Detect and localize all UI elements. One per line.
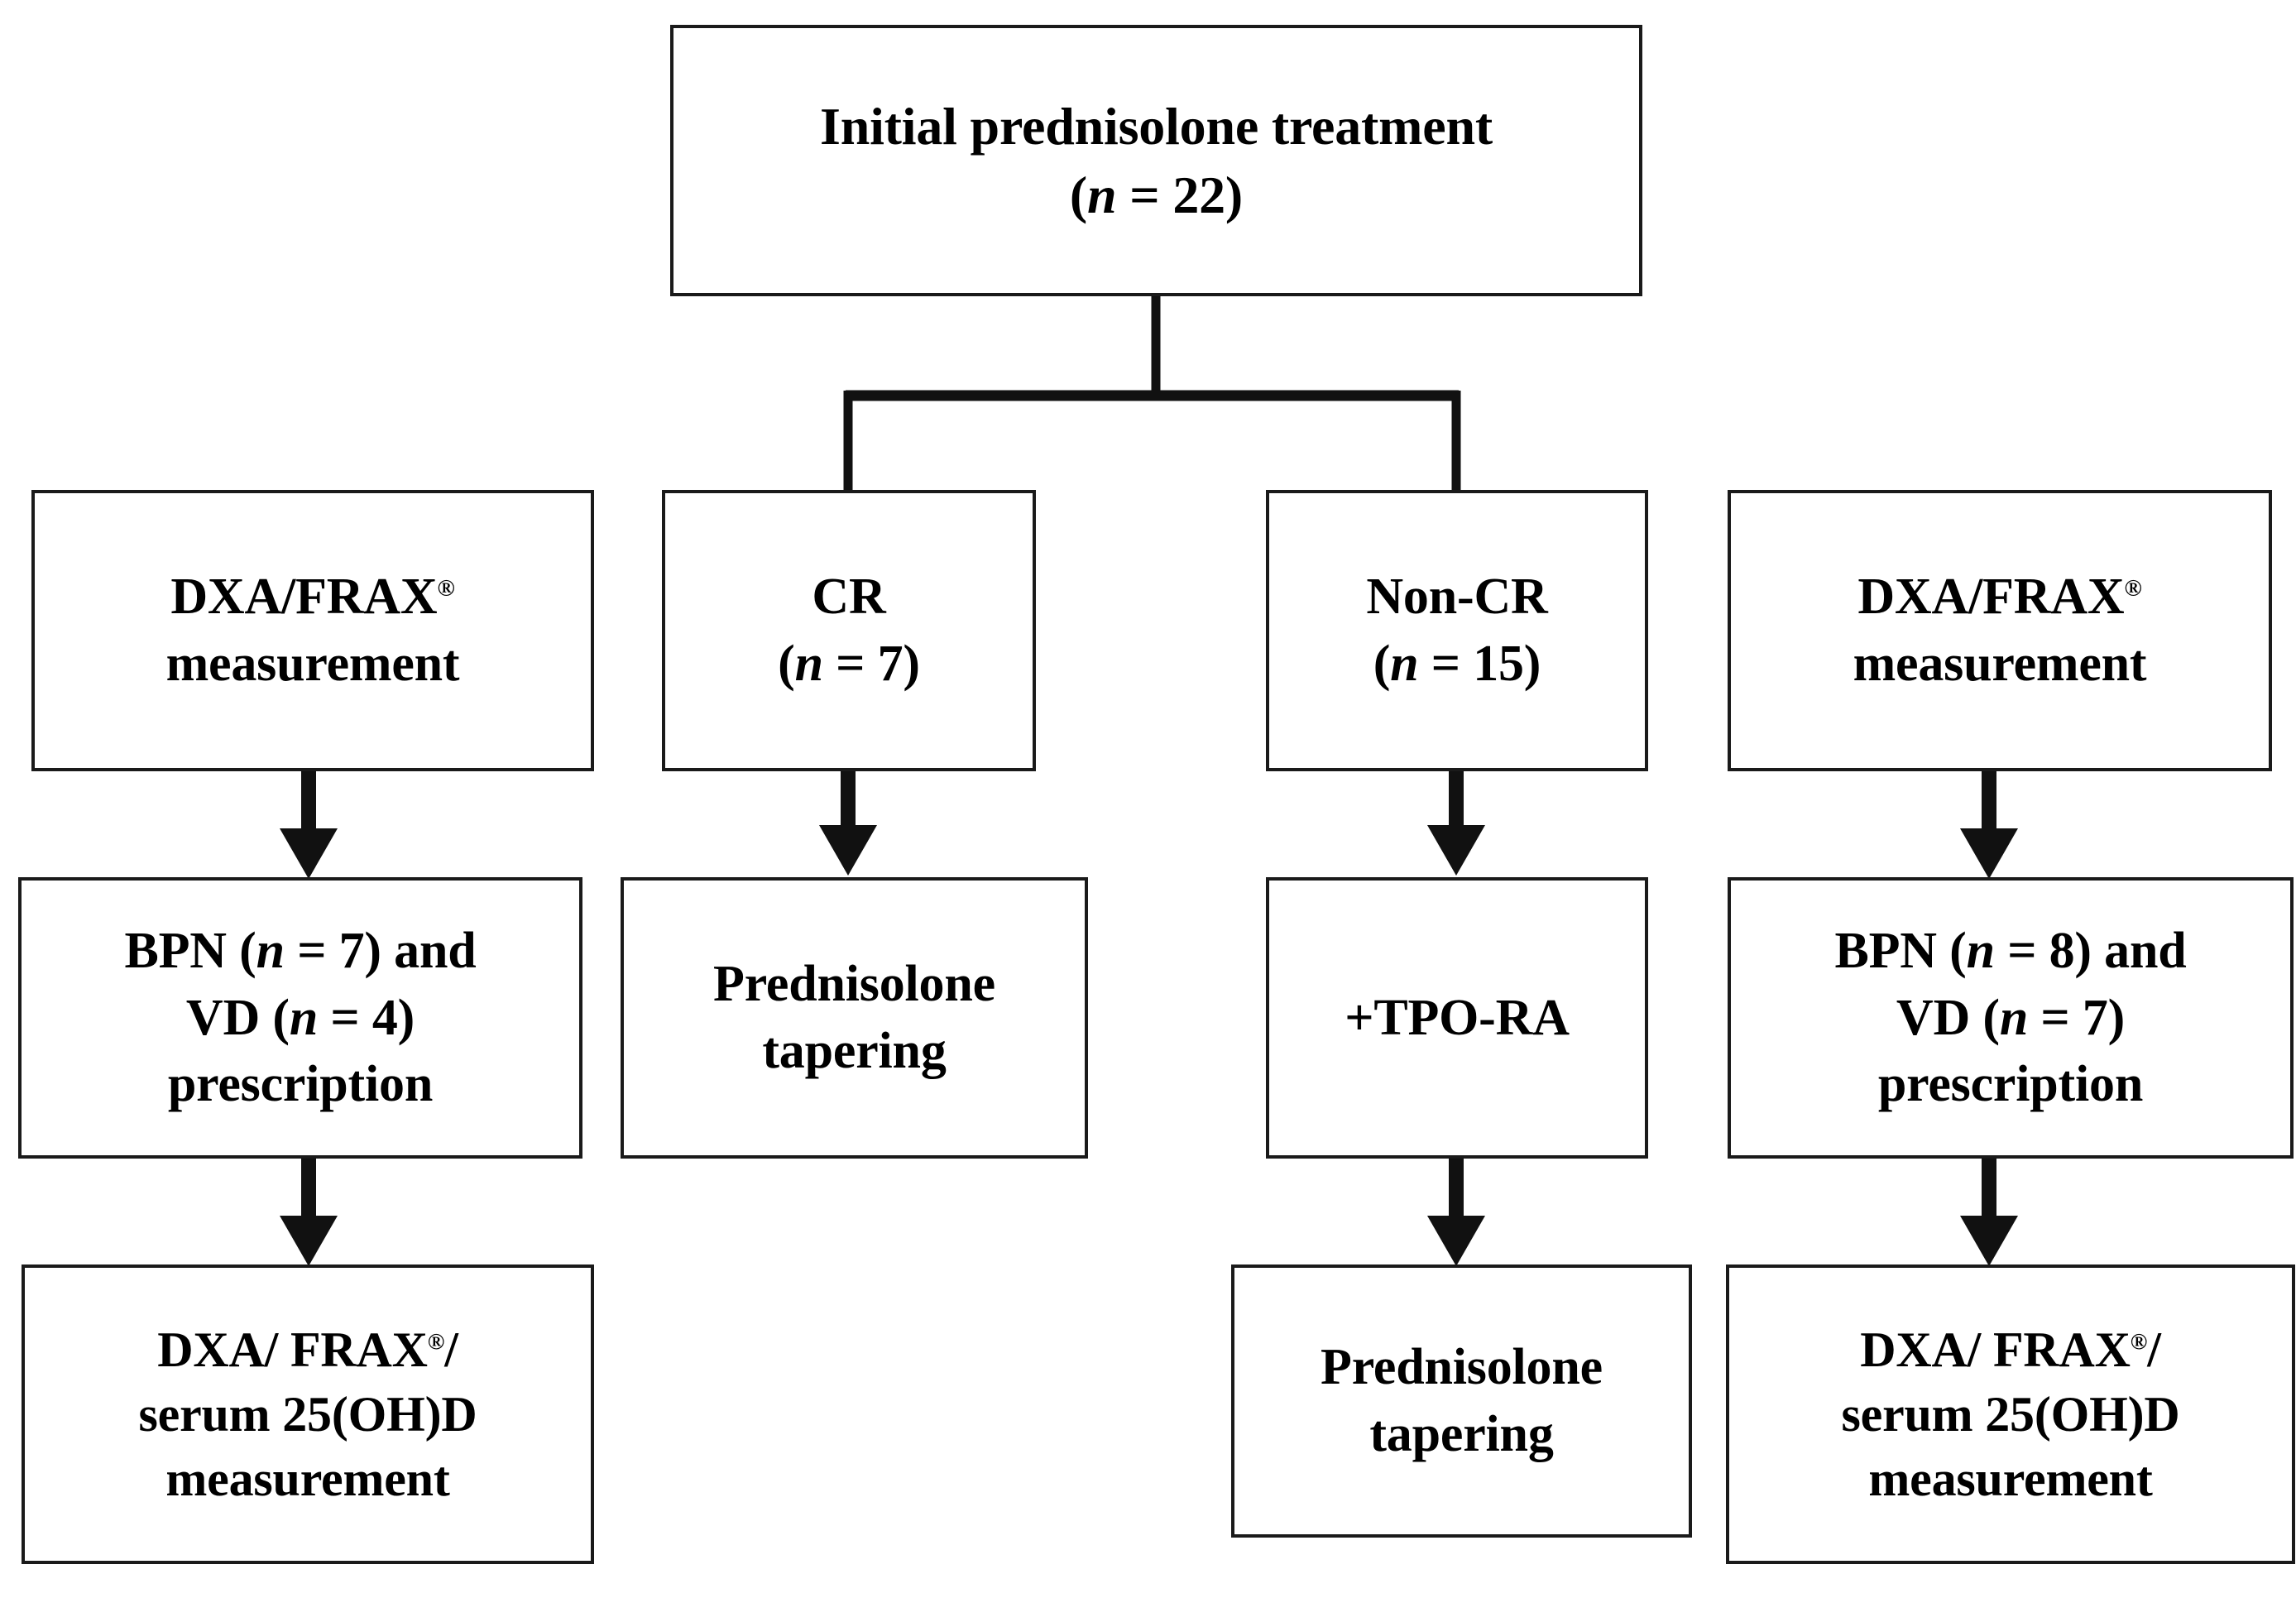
node-tpo-ra[interactable]: +TPO-RA xyxy=(1266,877,1648,1159)
arrow-tpora-to-tapering-head xyxy=(1427,1216,1485,1266)
node-initial-treatment-label: Initial prednisolone treatment(n = 22) xyxy=(820,96,1493,224)
node-dxa-frax-left-label: DXA/FRAX® measurement xyxy=(165,569,460,692)
registered-trademark-icon: ® xyxy=(427,1328,445,1354)
registered-trademark-icon: ® xyxy=(2124,575,2142,602)
node-cr-label: CR(n = 7) xyxy=(778,569,920,692)
arrow-left-col-2-head xyxy=(280,1216,338,1266)
arrow-cr-to-tapering-head xyxy=(819,825,877,876)
registered-trademark-icon: ® xyxy=(437,575,455,602)
registered-trademark-icon: ® xyxy=(2130,1328,2148,1354)
arrow-noncr-to-tpora-head xyxy=(1427,825,1485,876)
arrow-right-col-1-head xyxy=(1960,828,2018,879)
node-prednisolone-tapering-cr[interactable]: Prednisolone tapering xyxy=(621,877,1088,1159)
node-prednisolone-tapering-noncr[interactable]: Prednisolone tapering xyxy=(1231,1264,1692,1538)
arrow-left-col-1-head xyxy=(280,828,338,879)
node-non-cr-label: Non-CR(n = 15) xyxy=(1366,569,1548,692)
node-initial-treatment[interactable]: Initial prednisolone treatment(n = 22) xyxy=(670,25,1642,296)
arrow-right-col-2-head xyxy=(1960,1216,2018,1266)
node-dxa-frax-right[interactable]: DXA/FRAX® measurement xyxy=(1728,490,2272,771)
node-non-cr[interactable]: Non-CR(n = 15) xyxy=(1266,490,1648,771)
node-prednisolone-tapering-noncr-label: Prednisolone tapering xyxy=(1321,1339,1603,1462)
node-cr[interactable]: CR(n = 7) xyxy=(662,490,1036,771)
node-dxa-frax-right-label: DXA/FRAX® measurement xyxy=(1853,569,2147,692)
node-prednisolone-tapering-cr-label: Prednisolone tapering xyxy=(713,956,995,1079)
node-dxa-frax-left[interactable]: DXA/FRAX® measurement xyxy=(31,490,594,771)
node-tpo-ra-label: +TPO-RA xyxy=(1345,989,1570,1046)
